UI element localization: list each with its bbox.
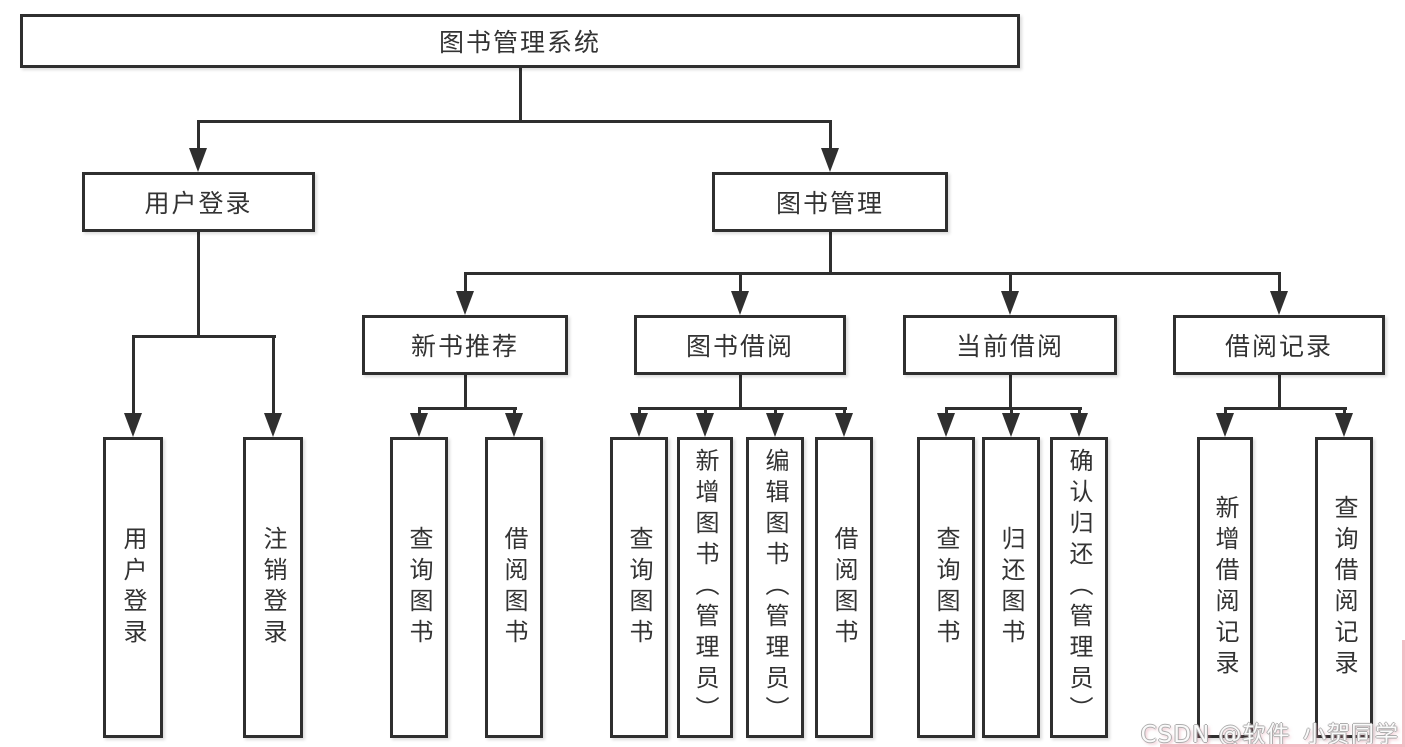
pink-edge-strip-right bbox=[1402, 640, 1405, 747]
connector-line bbox=[132, 335, 276, 338]
node-borrowing-records: 借阅记录 bbox=[1173, 315, 1385, 375]
node-new-book-recommend: 新书推荐 bbox=[362, 315, 568, 375]
arrowhead-down-icon bbox=[505, 413, 523, 437]
connector-line bbox=[638, 407, 641, 415]
leaf-borrow-books-1: 借阅图书 bbox=[485, 437, 543, 738]
node-label: 借阅图书 bbox=[830, 525, 858, 650]
node-label: 查询借阅记录 bbox=[1330, 494, 1358, 681]
node-label: 当前借阅 bbox=[955, 332, 1064, 361]
node-label: 借阅记录 bbox=[1224, 332, 1333, 361]
node-current-borrowing: 当前借阅 bbox=[903, 315, 1117, 375]
node-label: 查询图书 bbox=[405, 525, 433, 650]
node-label: 查询图书 bbox=[625, 525, 653, 650]
connector-line bbox=[1224, 407, 1347, 410]
connector-line bbox=[829, 232, 832, 275]
node-label: 新增图书（管理员） bbox=[691, 448, 719, 727]
node-label: 图书借阅 bbox=[685, 332, 794, 361]
arrowhead-down-icon bbox=[1002, 413, 1020, 437]
arrowhead-down-icon bbox=[189, 148, 207, 172]
connector-line bbox=[739, 375, 742, 410]
arrowhead-down-icon bbox=[630, 413, 648, 437]
node-label: 借阅图书 bbox=[500, 525, 528, 650]
node-label: 编辑图书（管理员） bbox=[761, 448, 789, 727]
connector-line bbox=[197, 120, 832, 123]
leaf-add-borrow-record: 新增借阅记录 bbox=[1197, 437, 1253, 738]
arrowhead-down-icon bbox=[1335, 413, 1353, 437]
connector-line bbox=[1009, 272, 1012, 293]
leaf-logout: 注销登录 bbox=[243, 437, 303, 738]
connector-line bbox=[1078, 407, 1081, 415]
node-book-borrowing: 图书借阅 bbox=[634, 315, 846, 375]
connector-line bbox=[464, 272, 1281, 275]
arrowhead-down-icon bbox=[264, 413, 282, 437]
connector-line bbox=[638, 407, 847, 410]
leaf-return-books: 归还图书 bbox=[982, 437, 1040, 738]
connector-line bbox=[1278, 375, 1281, 410]
node-label: 用户登录 bbox=[144, 189, 253, 218]
arrowhead-down-icon bbox=[696, 413, 714, 437]
arrowhead-down-icon bbox=[1270, 291, 1288, 315]
connector-line bbox=[739, 272, 742, 293]
leaf-query-borrow-record: 查询借阅记录 bbox=[1315, 437, 1373, 738]
leaf-query-books-1: 查询图书 bbox=[390, 437, 448, 738]
connector-line bbox=[197, 120, 200, 150]
leaf-query-books-3: 查询图书 bbox=[917, 437, 975, 738]
connector-line bbox=[1343, 407, 1346, 415]
connector-line bbox=[829, 120, 832, 150]
connector-line bbox=[945, 407, 1082, 410]
arrowhead-down-icon bbox=[1070, 413, 1088, 437]
arrowhead-down-icon bbox=[410, 413, 428, 437]
connector-line bbox=[1009, 375, 1012, 410]
connector-line bbox=[197, 232, 200, 338]
arrowhead-down-icon bbox=[456, 291, 474, 315]
pink-edge-strip-bottom bbox=[1160, 744, 1405, 747]
node-label: 确认归还（管理员） bbox=[1065, 448, 1093, 727]
connector-line bbox=[843, 407, 846, 415]
arrowhead-down-icon bbox=[821, 148, 839, 172]
arrowhead-down-icon bbox=[937, 413, 955, 437]
leaf-borrow-books-2: 借阅图书 bbox=[815, 437, 873, 738]
arrowhead-down-icon bbox=[124, 413, 142, 437]
connector-line bbox=[418, 407, 517, 410]
leaf-query-books-2: 查询图书 bbox=[610, 437, 668, 738]
connector-line bbox=[704, 407, 707, 415]
arrowhead-down-icon bbox=[766, 413, 784, 437]
arrowhead-down-icon bbox=[835, 413, 853, 437]
csdn-watermark: CSDN @软件_小贺同学 bbox=[1140, 722, 1399, 747]
node-label: 新增借阅记录 bbox=[1211, 494, 1239, 681]
node-label: 用户登录 bbox=[119, 525, 147, 650]
node-label: 图书管理系统 bbox=[438, 28, 601, 57]
connector-line bbox=[1278, 272, 1281, 293]
node-label: 新书推荐 bbox=[410, 332, 519, 361]
leaf-confirm-return-admin: 确认归还（管理员） bbox=[1050, 437, 1108, 738]
connector-line bbox=[464, 272, 467, 293]
leaf-user-login: 用户登录 bbox=[103, 437, 163, 738]
arrowhead-down-icon bbox=[731, 291, 749, 315]
node-label: 注销登录 bbox=[259, 525, 287, 650]
connector-line bbox=[513, 407, 516, 415]
connector-line bbox=[418, 407, 421, 415]
node-book-management: 图书管理 bbox=[712, 172, 948, 232]
connector-line bbox=[945, 407, 948, 415]
connector-line bbox=[272, 335, 275, 415]
node-label: 图书管理 bbox=[775, 189, 884, 218]
leaf-edit-books-admin: 编辑图书（管理员） bbox=[746, 437, 804, 738]
leaf-add-books-admin: 新增图书（管理员） bbox=[677, 437, 733, 738]
node-label: 归还图书 bbox=[997, 525, 1025, 650]
node-label: 查询图书 bbox=[932, 525, 960, 650]
connector-line bbox=[1010, 407, 1013, 415]
connector-line bbox=[519, 68, 522, 121]
arrowhead-down-icon bbox=[1001, 291, 1019, 315]
node-book-management-system: 图书管理系统 bbox=[20, 14, 1020, 68]
connector-line bbox=[1224, 407, 1227, 415]
node-user-login: 用户登录 bbox=[82, 172, 315, 232]
connector-line bbox=[132, 335, 135, 415]
connector-line bbox=[464, 375, 467, 410]
connector-line bbox=[774, 407, 777, 415]
arrowhead-down-icon bbox=[1216, 413, 1234, 437]
